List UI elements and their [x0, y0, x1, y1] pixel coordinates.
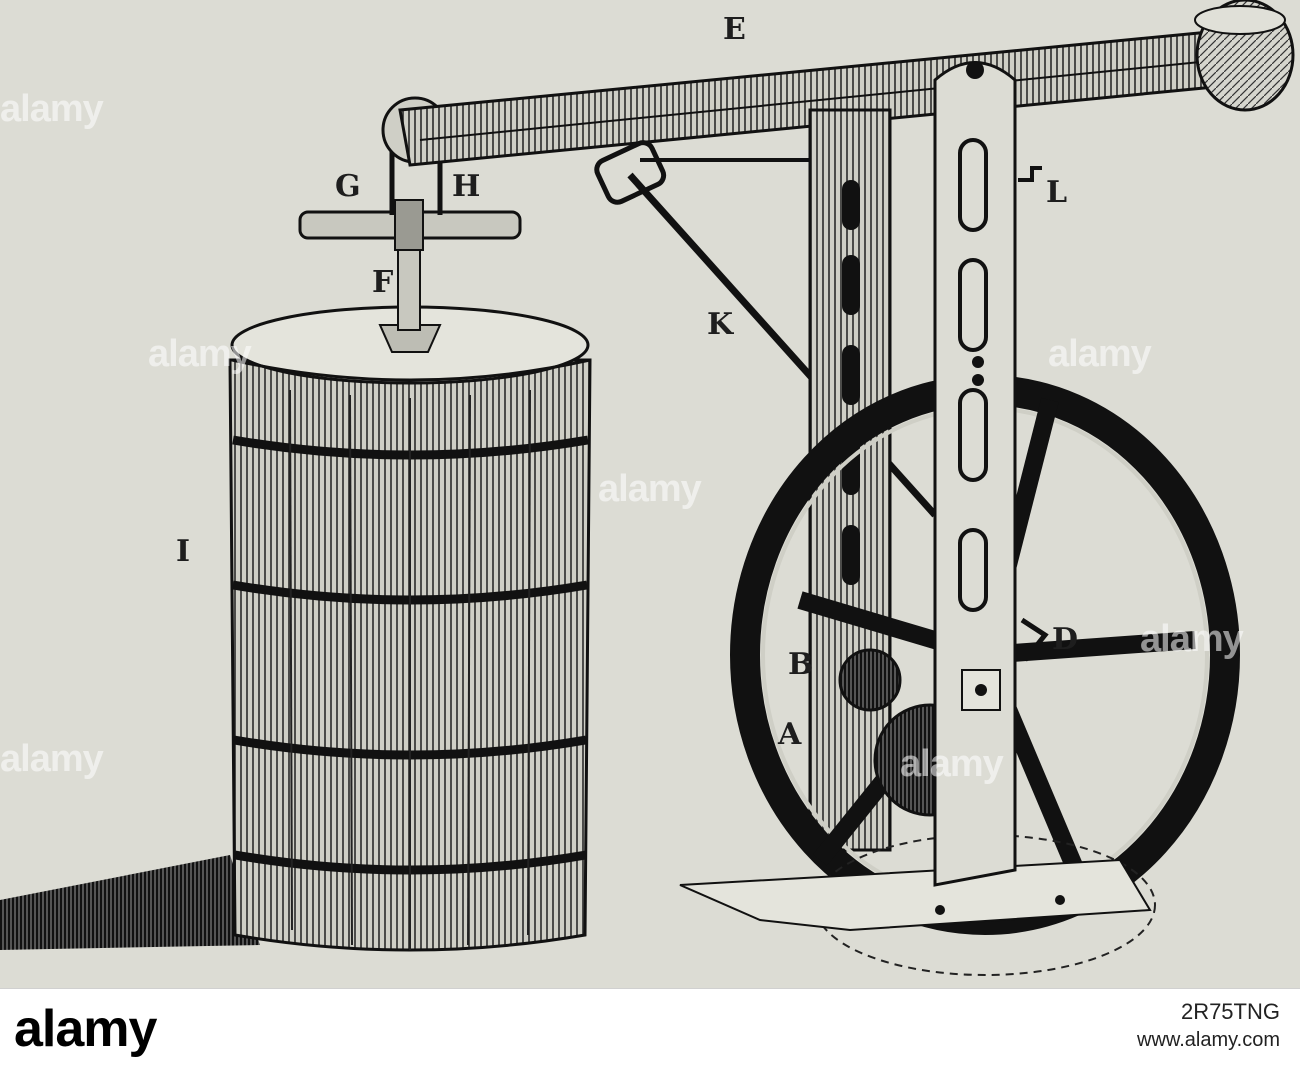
label-b: B — [788, 647, 814, 682]
barrel-shadow — [0, 855, 260, 950]
label-l: L — [1046, 175, 1068, 210]
front-upright — [933, 61, 1049, 887]
label-g: G — [335, 169, 361, 204]
label-f: F — [372, 265, 394, 300]
lever-arm — [398, 0, 1295, 167]
watermark-text: alamy — [598, 468, 702, 510]
barrel — [228, 305, 592, 952]
label-i: I — [176, 534, 191, 569]
watermark-text: alamy — [1048, 333, 1152, 375]
base-plate — [679, 858, 1152, 932]
label-a: A — [778, 717, 802, 752]
image-id: 2R75TNG — [1180, 999, 1280, 1024]
stock-footer-bar: alamy 2R75TNG www.alamy.com — [0, 988, 1300, 1081]
watermark-text: alamy — [0, 738, 104, 780]
label-k: K — [707, 307, 734, 342]
engraving-figure: E G H F L K I D B A alamy alamy alamy al… — [0, 0, 1300, 988]
label-h: H — [452, 169, 481, 204]
site-url[interactable]: www.alamy.com — [1137, 1028, 1280, 1051]
label-d: D — [1052, 622, 1079, 657]
watermark-text: alamy — [900, 743, 1004, 785]
label-e: E — [723, 12, 746, 47]
watermark-text: alamy — [148, 333, 252, 375]
watermark-text: alamy — [0, 88, 104, 130]
alamy-logo[interactable]: alamy — [14, 1000, 157, 1058]
churn-machine-illustration — [0, 0, 1295, 976]
footer-meta: 2R75TNG www.alamy.com — [1137, 997, 1280, 1054]
watermark-text: alamy — [1140, 618, 1244, 660]
